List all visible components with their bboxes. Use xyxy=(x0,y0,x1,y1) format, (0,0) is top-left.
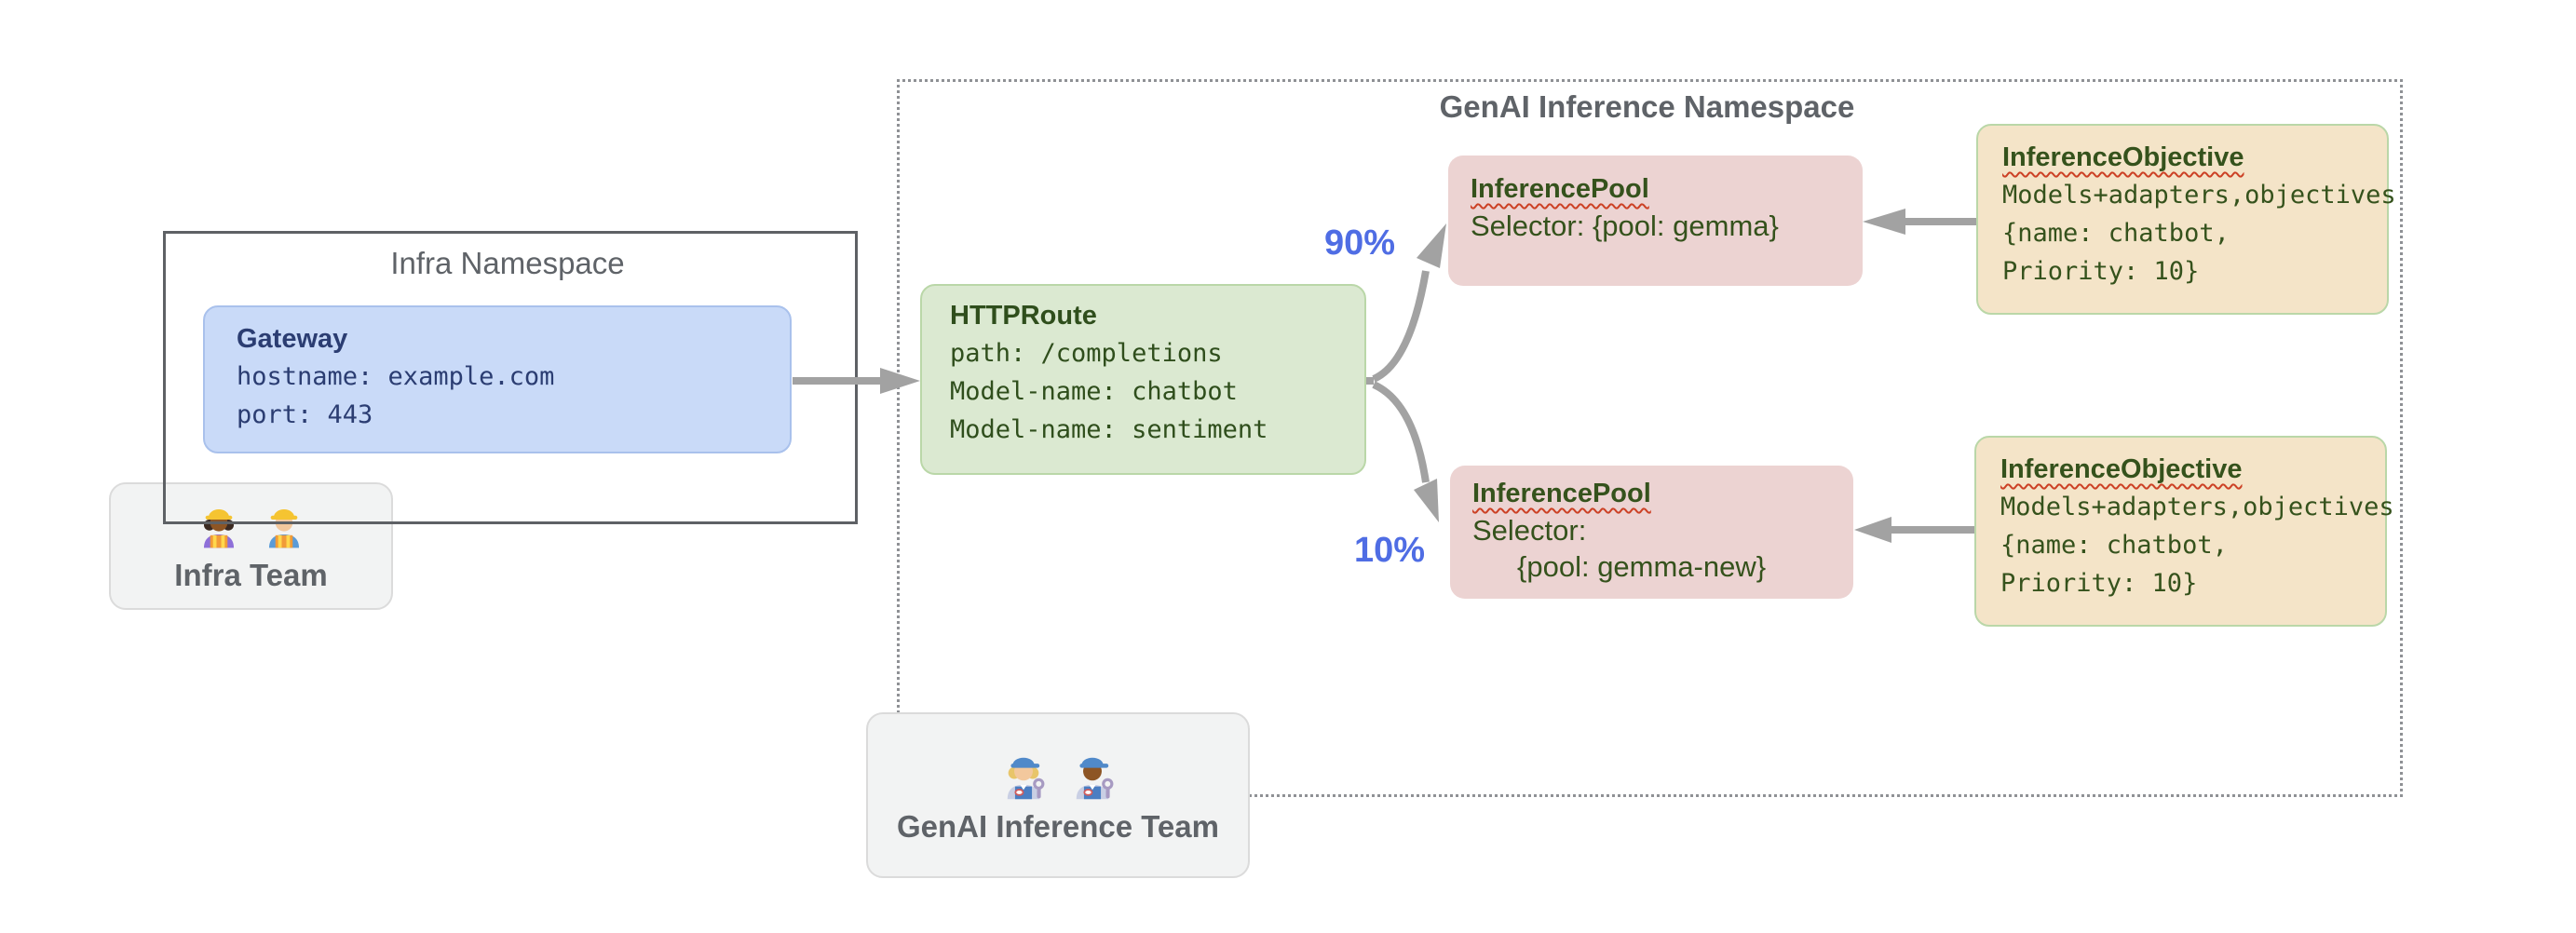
inference-objective-top-box: InferenceObjective Models+adapters,objec… xyxy=(1976,124,2396,315)
genai-team-content: GenAI Inference Team xyxy=(897,747,1219,845)
inference-pool-gemma-new-selector-value: {pool: gemma-new} xyxy=(1517,550,1767,583)
inference-pool-gemma-box: InferencePool Selector: {pool: gemma} xyxy=(1448,156,1863,286)
inference-objective-bottom-line3: Priority: 10} xyxy=(2000,569,2198,598)
gateway-port: port: 443 xyxy=(237,400,373,429)
inference-objective-bottom-box: InferenceObjective Models+adapters,objec… xyxy=(1974,436,2394,627)
inference-objective-top-line1: Models+adapters,objectives xyxy=(2002,181,2396,210)
inference-objective-bottom-title: InferenceObjective xyxy=(2000,451,2385,488)
httproute-path: path: /completions xyxy=(950,339,1223,368)
infra-team-box: Infra Team xyxy=(109,482,393,610)
inference-pool-gemma-new-title: InferencePool xyxy=(1472,475,1853,512)
inference-objective-top-title: InferenceObjective xyxy=(2002,139,2387,176)
construction-worker-man-icon xyxy=(259,499,309,554)
genai-team-icons xyxy=(997,747,1119,805)
inference-pool-gemma-new-selector: Selector: xyxy=(1472,514,1587,547)
gateway-hostname: hostname: example.com xyxy=(237,362,555,391)
inference-objective-bottom-line1: Models+adapters,objectives xyxy=(2000,493,2394,521)
inference-pool-gemma-new-box: InferencePool Selector: {pool: gemma-new… xyxy=(1450,466,1853,599)
traffic-percent-10-label: 10% xyxy=(1353,531,1426,570)
genai-team-box: GenAI Inference Team xyxy=(866,712,1250,878)
infra-team-content: Infra Team xyxy=(174,499,328,593)
httproute-model-sentiment: Model-name: sentiment xyxy=(950,415,1268,444)
httproute-box: HTTPRoute path: /completions Model-name:… xyxy=(920,284,1366,475)
inference-objective-top-line2: {name: chatbot, xyxy=(2002,219,2230,248)
inference-pool-gemma-selector: Selector: {pool: gemma} xyxy=(1471,210,1779,242)
mechanic-man-icon xyxy=(1065,747,1119,805)
gateway-box: Gateway hostname: example.com port: 443 xyxy=(203,305,792,453)
mechanic-woman-icon xyxy=(997,747,1051,805)
inference-objective-top-title-text: InferenceObjective xyxy=(2002,142,2244,172)
inference-pool-gemma-title-text: InferencePool xyxy=(1471,174,1649,204)
genai-namespace-title: GenAI Inference Namespace xyxy=(1439,89,1855,124)
inference-objective-bottom-line2: {name: chatbot, xyxy=(2000,531,2228,560)
httproute-title: HTTPRoute xyxy=(950,301,1097,331)
infra-team-label: Infra Team xyxy=(174,558,328,592)
genai-namespace-frame xyxy=(897,79,2403,797)
httproute-model-chatbot: Model-name: chatbot xyxy=(950,377,1238,406)
inference-objective-bottom-title-text: InferenceObjective xyxy=(2000,454,2243,484)
infra-namespace-title: Infra Namespace xyxy=(390,246,625,280)
inference-pool-gemma-new-title-text: InferencePool xyxy=(1472,479,1651,508)
gateway-title: Gateway xyxy=(237,324,348,354)
genai-team-label: GenAI Inference Team xyxy=(896,808,1219,844)
traffic-percent-90-label: 90% xyxy=(1323,223,1396,263)
inference-pool-gemma-title: InferencePool xyxy=(1471,170,1863,208)
infra-team-icons xyxy=(194,499,309,554)
inference-objective-top-line3: Priority: 10} xyxy=(2002,257,2200,286)
construction-worker-woman-icon xyxy=(194,499,244,554)
